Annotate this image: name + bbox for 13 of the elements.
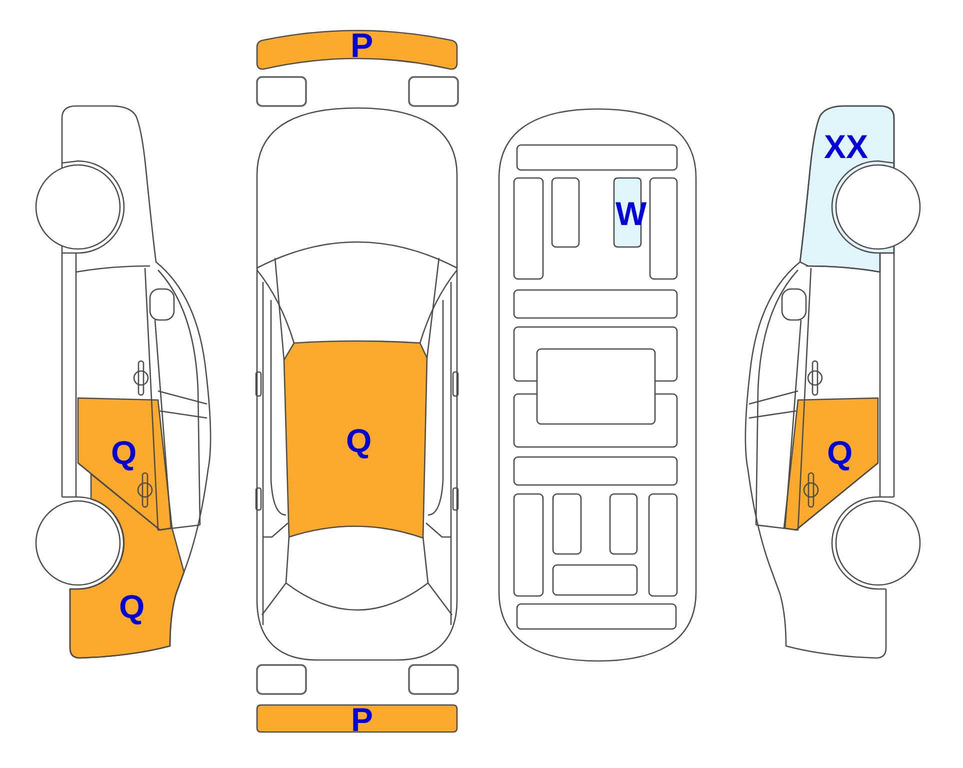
panel-label: P	[351, 702, 374, 736]
panel-label: Q	[346, 424, 372, 456]
door-panel	[76, 396, 174, 532]
panel-label: Q	[111, 436, 137, 468]
bumper-panel	[255, 28, 459, 72]
door-panel	[782, 396, 880, 532]
panel-label: Q	[827, 436, 853, 468]
panel-label: XX	[824, 130, 868, 162]
panel-label: P	[350, 29, 374, 63]
fender-panel	[68, 472, 186, 660]
fender-panel	[798, 104, 896, 274]
panel-label: Q	[119, 590, 145, 622]
bumper-panel	[255, 703, 459, 734]
